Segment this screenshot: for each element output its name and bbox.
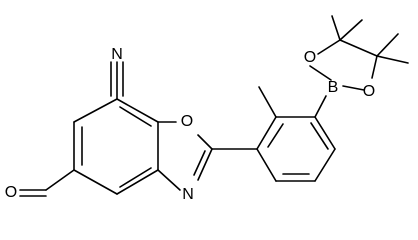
bond <box>339 39 378 57</box>
chemical-structure-diagram: N O N O B O O <box>5 15 409 203</box>
bond <box>116 169 159 195</box>
bond <box>376 55 409 64</box>
bond <box>310 122 329 150</box>
bond <box>256 116 277 150</box>
atom-label-boronate-o-bottom: O <box>363 83 375 100</box>
bond <box>119 167 152 188</box>
bond <box>309 65 332 81</box>
bond <box>157 169 181 191</box>
bond <box>314 116 336 150</box>
atom-label-aldehyde-o: O <box>5 184 17 201</box>
bond <box>376 33 399 57</box>
atom-label-oxazole-n: N <box>182 186 194 203</box>
bond <box>314 95 327 118</box>
bond <box>267 123 284 148</box>
bond <box>371 55 378 79</box>
bond <box>197 134 213 150</box>
bond <box>331 15 341 41</box>
atom-label-oxazole-o: O <box>181 113 193 130</box>
bond <box>317 39 341 55</box>
bond <box>45 169 75 191</box>
bond <box>339 19 363 41</box>
bond <box>73 98 118 123</box>
atom-label-nitrile-n: N <box>111 46 123 63</box>
bond <box>342 85 365 91</box>
atom-label-boron: B <box>328 79 339 96</box>
bond <box>119 106 152 127</box>
atom-label-boronate-o-top: O <box>304 49 316 66</box>
bond <box>116 98 159 123</box>
bond <box>258 86 277 118</box>
bond <box>197 148 213 181</box>
bond <box>314 148 336 182</box>
bond <box>193 150 206 176</box>
bond <box>73 169 118 195</box>
bond <box>256 148 277 182</box>
